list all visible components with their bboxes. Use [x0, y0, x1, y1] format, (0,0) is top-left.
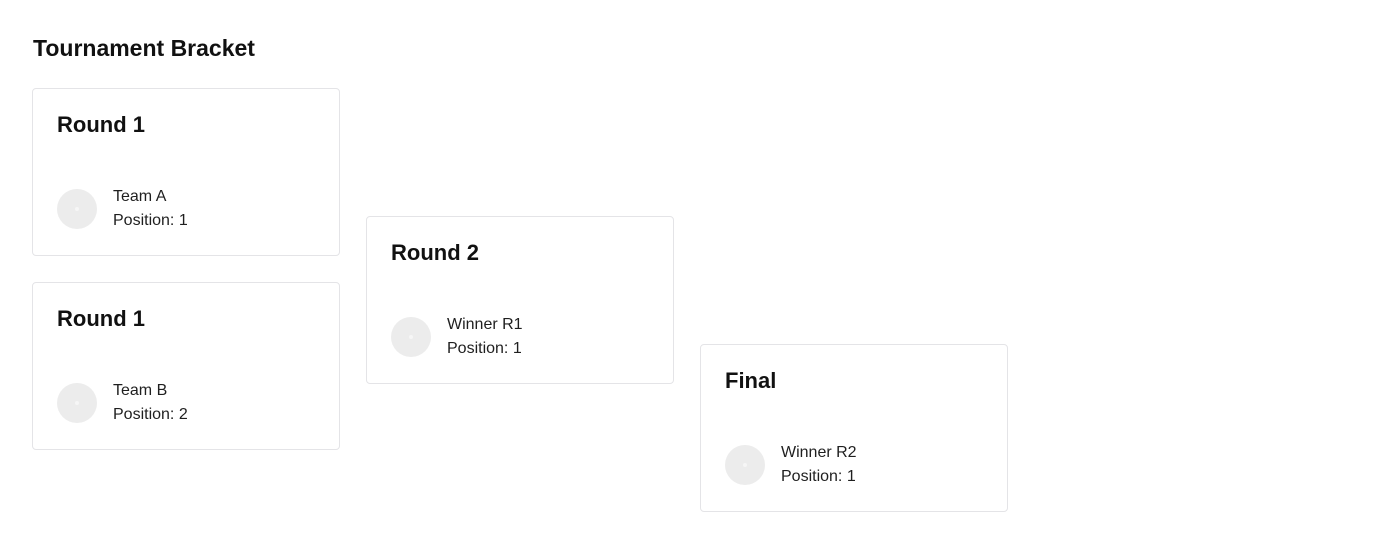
avatar-placeholder-icon	[743, 463, 747, 467]
team-info: Team B Position: 2	[113, 379, 188, 427]
avatar-placeholder-icon	[75, 401, 79, 405]
team-name: Team A	[113, 188, 167, 205]
team-position: Position: 2	[113, 406, 188, 423]
page-title: Tournament Bracket	[33, 35, 255, 61]
round-title: Round 1	[57, 112, 145, 137]
team-avatar	[391, 317, 431, 357]
team-entry: Team B Position: 2	[57, 379, 188, 427]
team-name: Winner R2	[781, 444, 857, 461]
team-entry: Winner R2 Position: 1	[725, 441, 857, 489]
team-entry: Team A Position: 1	[57, 185, 188, 233]
team-name: Team B	[113, 382, 168, 399]
team-info: Team A Position: 1	[113, 185, 188, 233]
round-title: Final	[725, 368, 777, 393]
match-card-round-2: Round 2 Winner R1 Position: 1	[366, 216, 674, 384]
match-card-round-1-team-b: Round 1 Team B Position: 2	[32, 282, 340, 450]
avatar-placeholder-icon	[409, 335, 413, 339]
team-position: Position: 1	[781, 468, 856, 485]
team-name: Winner R1	[447, 316, 523, 333]
avatar-placeholder-icon	[75, 207, 79, 211]
team-avatar	[57, 189, 97, 229]
team-info: Winner R2 Position: 1	[781, 441, 857, 489]
team-position: Position: 1	[113, 212, 188, 229]
team-info: Winner R1 Position: 1	[447, 313, 523, 361]
team-avatar	[725, 445, 765, 485]
round-title: Round 2	[391, 240, 479, 265]
team-entry: Winner R1 Position: 1	[391, 313, 523, 361]
match-card-round-1-team-a: Round 1 Team A Position: 1	[32, 88, 340, 256]
team-position: Position: 1	[447, 340, 522, 357]
team-avatar	[57, 383, 97, 423]
match-card-final: Final Winner R2 Position: 1	[700, 344, 1008, 512]
round-title: Round 1	[57, 306, 145, 331]
